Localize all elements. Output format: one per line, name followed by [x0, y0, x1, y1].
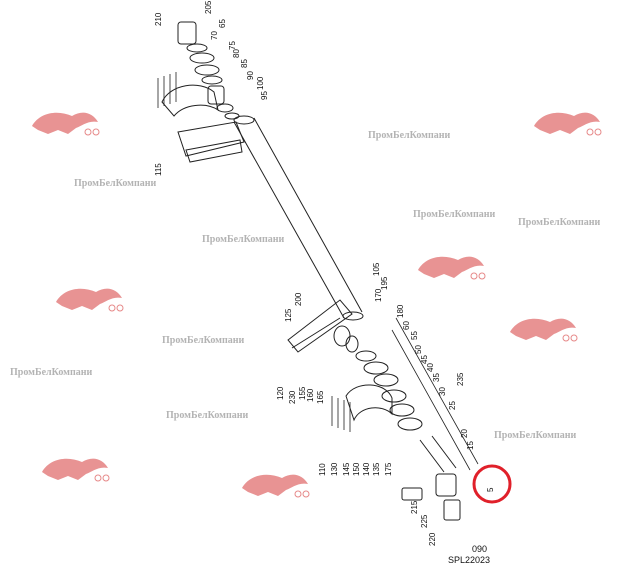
panther-logo: [510, 318, 578, 342]
part-label: 150: [352, 462, 361, 476]
part-label: 200: [294, 292, 303, 306]
part-label: 40: [426, 363, 435, 372]
part-label: 80: [232, 49, 241, 58]
part-label: 130: [330, 462, 339, 476]
panther-logo: [534, 112, 602, 136]
watermark-text: ПромБелКомпани: [166, 410, 249, 421]
main-tube: [233, 117, 363, 319]
watermark-text: ПромБелКомпани: [494, 430, 577, 441]
part-label: 5: [486, 487, 495, 492]
highlight-circle: [472, 464, 512, 504]
watermark-text: ПромБелКомпани: [518, 217, 601, 228]
panther-logo: [32, 112, 100, 136]
part-label: 225: [420, 514, 429, 528]
part-label: 125: [284, 308, 293, 322]
lower-bracket: [287, 299, 353, 353]
part-label: 220: [428, 532, 437, 546]
upper-clamp: [161, 84, 219, 117]
part-label: 135: [372, 462, 381, 476]
part-label: 115: [154, 163, 163, 176]
lower-clamp: [345, 384, 393, 422]
watermark-text: ПромБелКомпани: [74, 178, 157, 189]
part-label: 55: [410, 331, 419, 340]
panther-logo: [42, 458, 110, 482]
part-label: 100: [256, 76, 265, 90]
top-coupling: [177, 21, 197, 45]
panther-logo: [56, 288, 124, 312]
part-label: 30: [438, 387, 447, 396]
watermark-text: ПромБелКомпани: [162, 335, 245, 346]
part-label: 95: [260, 91, 269, 100]
part-label: 235: [456, 372, 465, 386]
part-label: 160: [306, 388, 315, 402]
part-label: 140: [362, 462, 371, 476]
tube-end: [233, 115, 255, 125]
part-label: 90: [246, 71, 255, 80]
panther-logo: [242, 474, 310, 498]
watermark-text: ПромБелКомпани: [10, 367, 93, 378]
part-label: 110: [318, 463, 327, 476]
part-label: 85: [240, 59, 249, 68]
part-label: 210: [154, 12, 163, 26]
part-label: 60: [402, 321, 411, 330]
diagram-code: 090: [472, 544, 488, 554]
drawing-number: SPL22023: [448, 555, 491, 565]
watermark-text: ПромБелКомпани: [413, 209, 496, 220]
part-label: 20: [460, 429, 469, 438]
part-label: 145: [342, 462, 351, 476]
upper-bracket: [177, 121, 245, 157]
part-label: 205: [204, 0, 213, 14]
part-label: 50: [414, 345, 423, 354]
part-label: 70: [210, 31, 219, 40]
panther-logo: [418, 256, 486, 280]
part-label: 35: [432, 373, 441, 382]
part-label: 165: [316, 390, 325, 404]
part-label: 15: [466, 441, 475, 450]
watermark-text: ПромБелКомпани: [202, 234, 285, 245]
part-label: 65: [218, 19, 227, 28]
part-label: 170: [374, 288, 383, 302]
watermark-text: ПромБелКомпани: [368, 130, 451, 141]
part-label: 215: [410, 500, 419, 514]
part-label: 120: [276, 386, 285, 400]
drive-shaft: [419, 435, 457, 473]
part-label: 230: [288, 390, 297, 404]
part-label: 180: [396, 304, 405, 318]
part-label: 175: [384, 462, 393, 476]
part-label: 105: [372, 262, 381, 276]
part-label: 25: [448, 401, 457, 410]
